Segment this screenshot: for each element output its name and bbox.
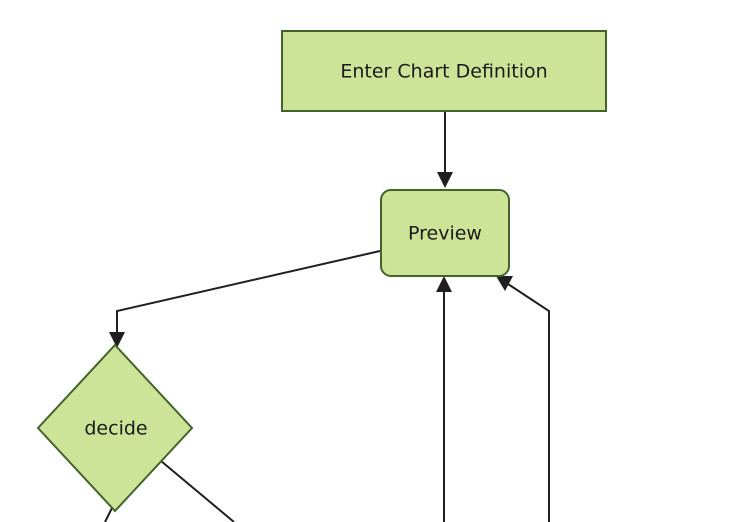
node-enter-chart-definition[interactable]: Enter Chart Definition bbox=[281, 30, 607, 112]
node-rounded-rect bbox=[380, 189, 510, 277]
edge-line bbox=[507, 283, 550, 522]
node-label: decide bbox=[84, 418, 147, 440]
edge-line bbox=[116, 250, 381, 339]
edge-preview-to-decide[interactable] bbox=[109, 250, 381, 348]
node-label: Preview bbox=[408, 223, 482, 245]
edge-return-right-to-preview[interactable] bbox=[496, 276, 550, 522]
edge-enter-to-preview[interactable] bbox=[437, 112, 453, 188]
edge-line bbox=[160, 460, 235, 522]
node-preview[interactable]: Preview bbox=[380, 189, 510, 277]
edge-return-center-to-preview[interactable] bbox=[436, 276, 452, 522]
arrowhead-icon bbox=[436, 276, 452, 292]
arrowhead-icon bbox=[109, 332, 125, 348]
node-diamond bbox=[36, 343, 194, 513]
arrowhead-icon bbox=[437, 172, 453, 188]
node-decide[interactable]: decide bbox=[36, 343, 194, 513]
node-rect bbox=[281, 30, 607, 112]
edge-decide-out-right[interactable] bbox=[160, 460, 235, 522]
edge-layer bbox=[104, 112, 550, 522]
node-label: Enter Chart Definition bbox=[340, 61, 547, 83]
node-layer: Enter Chart Definition Preview decide bbox=[36, 30, 607, 513]
arrowhead-icon bbox=[496, 276, 513, 291]
